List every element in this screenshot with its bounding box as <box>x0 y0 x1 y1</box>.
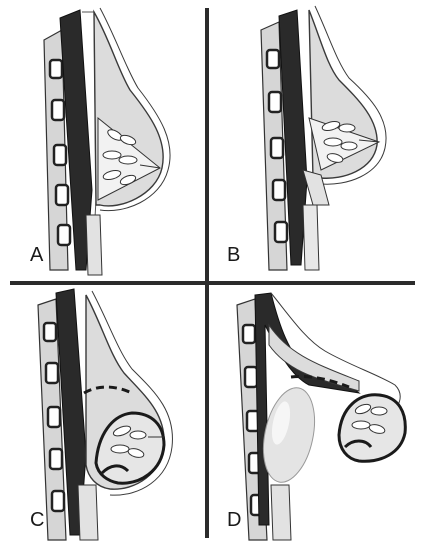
panel-b-illustration <box>209 0 423 281</box>
panel-b: B <box>209 0 423 281</box>
panel-d: D <box>209 285 423 543</box>
panel-c-illustration <box>0 285 205 543</box>
panel-a-illustration <box>0 0 205 281</box>
panel-d-illustration <box>209 285 423 543</box>
panel-label-b: B <box>227 245 240 265</box>
lower-chest-wall <box>271 485 291 540</box>
vertical-divider <box>205 8 209 538</box>
panel-a: A <box>0 0 205 281</box>
panel-c: C <box>0 285 205 543</box>
lower-chest-wall-b <box>303 205 319 270</box>
lower-chest-wall <box>86 215 102 275</box>
panel-label-a: A <box>30 245 43 265</box>
panel-label-d: D <box>227 510 241 530</box>
panel-label-c: C <box>30 510 44 530</box>
lower-chest-wall <box>78 485 98 540</box>
horizontal-divider <box>10 281 415 285</box>
